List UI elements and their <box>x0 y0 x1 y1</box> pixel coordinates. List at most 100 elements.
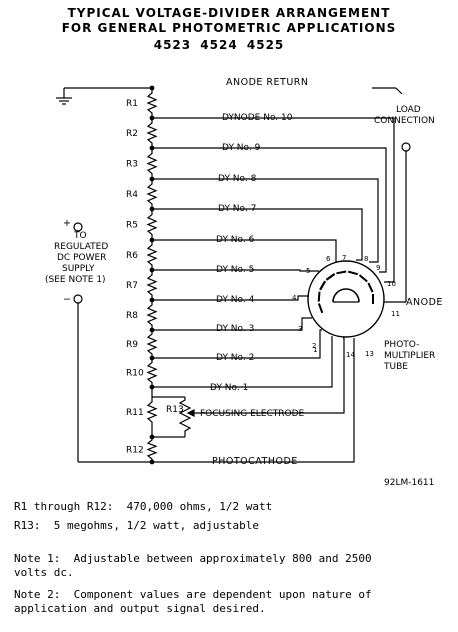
wire <box>152 147 387 273</box>
resistor-r12 <box>146 437 158 462</box>
resistor-label-r12: R12 <box>126 446 144 456</box>
dy3-label: DY No. 3 <box>216 324 254 334</box>
power-supply-terminals <box>73 222 152 463</box>
resistor-label-r6: R6 <box>126 251 138 261</box>
resistor-r9 <box>146 330 158 358</box>
dynode-element <box>325 273 336 281</box>
note-2-cont: application and output signal desired. <box>14 602 266 615</box>
wire <box>152 269 319 272</box>
note-1: Note 1: Adjustable between approximately… <box>14 552 372 566</box>
wire <box>152 208 363 261</box>
dynode-element <box>358 274 368 283</box>
dy2-label: DY No. 2 <box>216 353 254 363</box>
drawing-reference: 92LM-1611 <box>384 478 435 488</box>
wire <box>152 117 395 283</box>
photocathode-label: PHOTOCATHODE <box>212 456 298 467</box>
anode-label: ANODE <box>406 297 443 308</box>
pin-label-5: 5 <box>306 267 310 275</box>
resistor-r7 <box>146 270 158 300</box>
dy7-label: DY No. 7 <box>218 204 256 214</box>
resistor-label-r11: R11 <box>126 408 144 418</box>
resistor-r6 <box>146 240 158 270</box>
title-line-3: 4523 4524 4525 <box>153 38 285 52</box>
resistor-label-r8: R8 <box>126 311 138 321</box>
junction-dot <box>149 85 155 91</box>
dy1-label: DY No. 1 <box>210 383 248 393</box>
wire-photocathode <box>152 338 355 463</box>
resistor-r4 <box>146 179 158 209</box>
plus-sign: + <box>63 218 71 229</box>
note2-text: Component values are dependent upon natu… <box>73 588 372 601</box>
connection-label: CONNECTION <box>374 116 435 126</box>
r13-potentiometer <box>152 396 195 438</box>
resistor-label-r2: R2 <box>126 129 138 139</box>
wire <box>152 329 322 359</box>
resistor-r11 <box>146 387 158 437</box>
load-label: LOAD <box>396 105 421 115</box>
supply-label-2: REGULATED <box>54 242 108 252</box>
wire <box>195 337 345 414</box>
resistor-r2 <box>146 118 158 148</box>
wire <box>152 317 312 331</box>
resistor-label-r1: R1 <box>126 99 138 109</box>
pin-label-6: 6 <box>326 255 331 263</box>
wire <box>152 239 337 262</box>
wire <box>152 295 309 301</box>
resistor-spec-1: R1 through R12: 470,000 ohms, 1/2 watt <box>14 500 272 514</box>
resistor-label-r9: R9 <box>126 340 138 350</box>
resistor-spec-2: R13: 5 megohms, 1/2 watt, adjustable <box>14 519 259 533</box>
r13-spec-value: 5 megohms, 1/2 watt, adjustable <box>53 519 260 532</box>
pin-label-1: 1 <box>313 346 317 354</box>
dynode-element <box>367 282 374 293</box>
resistor-label-r7: R7 <box>126 281 138 291</box>
wiring <box>152 117 395 463</box>
note1-text: Adjustable between approximately 800 and… <box>73 552 372 565</box>
load-connection <box>372 87 411 303</box>
supply-label-5: (SEE NOTE 1) <box>45 275 106 285</box>
note2-label: Note 2: <box>14 588 61 601</box>
note-1-cont: volts dc. <box>14 566 74 579</box>
wire <box>152 336 333 388</box>
resistor-r10 <box>146 358 158 387</box>
resistor-r8 <box>146 300 158 330</box>
tube-label-1: PHOTO- <box>384 340 419 350</box>
dynode-10-label: DYNODE No. 10 <box>222 113 293 123</box>
dynode-element <box>336 270 347 275</box>
tube-label-2: MULTIPLIER <box>384 351 435 361</box>
resistor-r3 <box>146 148 158 179</box>
ground-symbol <box>56 87 152 105</box>
resistor-r1 <box>146 88 158 118</box>
dynode-element <box>319 280 326 291</box>
supply-label-1: TO <box>73 231 87 241</box>
supply-label-4: SUPPLY <box>62 264 95 274</box>
dynode-element <box>347 270 359 276</box>
dynode-element <box>317 303 324 314</box>
resistor-r5 <box>146 209 158 240</box>
note1-label: Note 1: <box>14 552 61 565</box>
pin-label-7: 7 <box>342 254 346 262</box>
dy6-label: DY No. 6 <box>216 235 255 245</box>
dy5-label: DY No. 5 <box>216 265 254 275</box>
anode-return-label: ANODE RETURN <box>226 77 309 88</box>
resistor-label-r5: R5 <box>126 221 138 231</box>
tube-label-3: TUBE <box>383 362 408 372</box>
dy8-label: DY No. 8 <box>218 174 257 184</box>
r-spec-label: R1 through R12: <box>14 500 114 513</box>
pin-label-3: 3 <box>298 325 302 333</box>
title-line-1: TYPICAL VOLTAGE-DIVIDER ARRANGEMENT <box>67 6 391 20</box>
pin-label-11: 11 <box>391 310 400 318</box>
r13-label: R13 <box>166 405 184 415</box>
pin-label-14: 14 <box>346 351 355 359</box>
wire <box>152 178 379 263</box>
r-spec-value: 470,000 ohms, 1/2 watt <box>126 500 273 513</box>
r13-spec-label: R13: <box>14 519 41 532</box>
supply-label-3: DC POWER <box>57 253 106 263</box>
dy9-label: DY No. 9 <box>222 143 261 153</box>
pin-label-10: 10 <box>387 280 396 288</box>
pin-label-13: 13 <box>365 350 374 358</box>
resistor-label-r4: R4 <box>126 190 138 200</box>
resistor-label-r3: R3 <box>126 160 138 170</box>
resistor-label-r10: R10 <box>126 369 144 379</box>
